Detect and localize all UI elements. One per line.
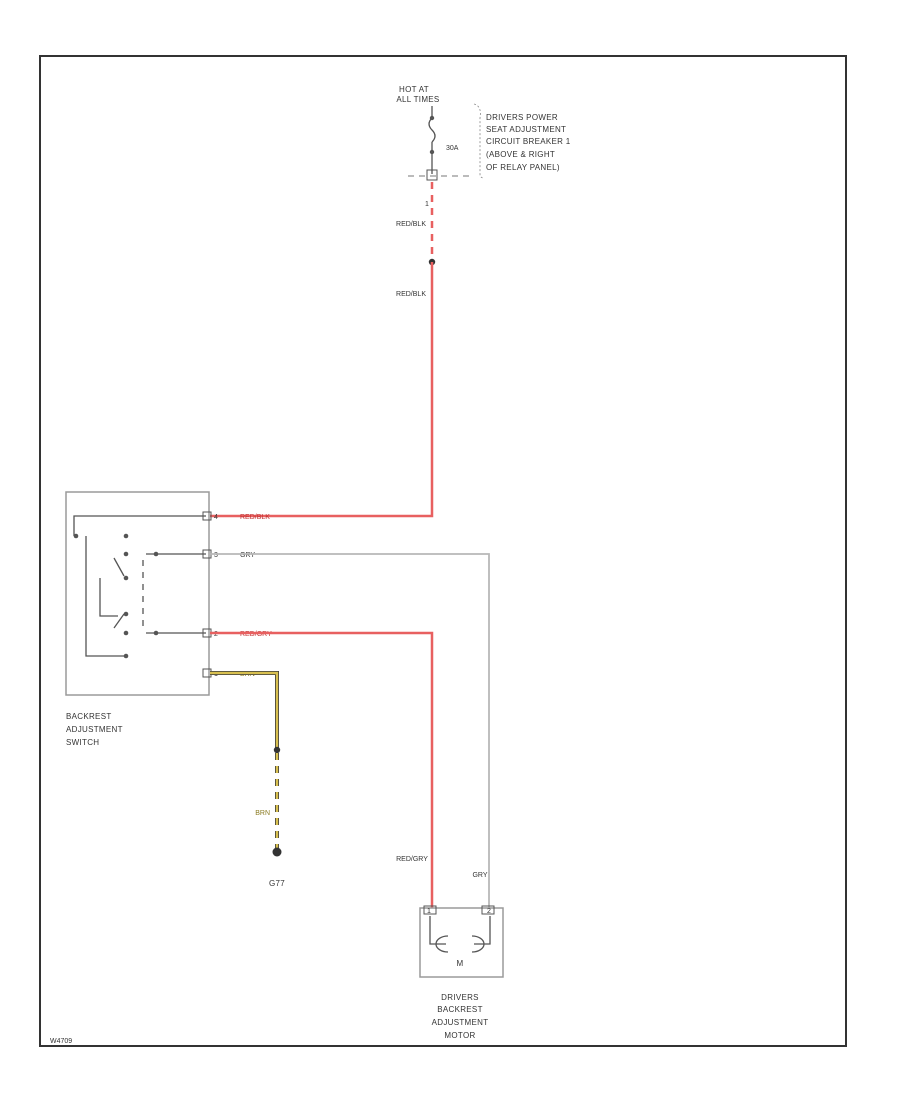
motor-left-wire-label: RED/GRY [396,856,428,863]
switch-contact-points [73,533,159,659]
breaker-leader-line [473,103,485,179]
diagram-frame [39,55,847,1047]
feed-lower-color-label: RED/BLK [396,291,426,298]
breaker-desc-5: OF RELAY PANEL) [486,163,560,172]
breaker-terminal-bottom [429,149,435,155]
motor-label-2: BACKREST [437,1005,483,1014]
breaker-desc-4: (ABOVE & RIGHT [486,150,555,159]
motor-symbol-letter: M [457,959,464,968]
motor-label-1: DRIVERS [441,993,479,1002]
switch-label-1: BACKREST [66,712,112,721]
second-wire-label: GRY [240,552,255,559]
breaker-pin: 1 [425,201,429,208]
motor-pin-2: 2 [487,908,491,915]
ground-wire-label: BRN [255,810,270,817]
motor-symbol [429,916,491,953]
gray-wire [210,553,490,908]
motor-right-wire-label: GRY [472,872,487,879]
switch-label-2: ADJUSTMENT [66,725,123,734]
switch-pin-3: 3 [214,552,218,559]
ground-label: G77 [269,879,285,888]
switch-internal-circuit [73,515,206,657]
ground-point [272,847,282,857]
motor-pin-connectors [423,905,495,915]
red-gray-wire [210,631,434,908]
switch-pin-4: 4 [214,514,218,521]
power-source-label-1: HOT AT [399,85,429,94]
switch-pin-connectors [202,511,212,678]
motor-label-4: MOTOR [444,1031,475,1040]
motor-pin-1: 1 [427,908,431,915]
brown-wire-upper-shadow [210,671,279,748]
breaker-rating: 30A [446,145,459,152]
breaker-pin-connector [426,169,438,181]
feed-upper-color-label: RED/BLK [396,221,426,228]
breaker-desc-2: SEAT ADJUSTMENT [486,125,566,134]
motor-box [419,907,504,978]
feed-wire-solid [210,262,434,518]
brown-wire-upper [210,671,279,748]
motor-label-3: ADJUSTMENT [432,1018,489,1027]
breaker-terminal-top [429,115,435,121]
breaker-desc-3: CIRCUIT BREAKER 1 [486,137,571,146]
switch-label-3: SWITCH [66,738,99,747]
switch-outer-box [65,491,210,696]
third-wire-label: RED/GRY [240,631,272,638]
breaker-desc-1: DRIVERS POWER [486,113,558,122]
power-source-label-2: ALL TIMES [396,95,439,104]
switch-pin-2: 2 [214,631,218,638]
frame-id: W4709 [50,1038,72,1045]
top-wire-label: RED/BLK [240,514,270,521]
ground-splice [273,746,281,754]
